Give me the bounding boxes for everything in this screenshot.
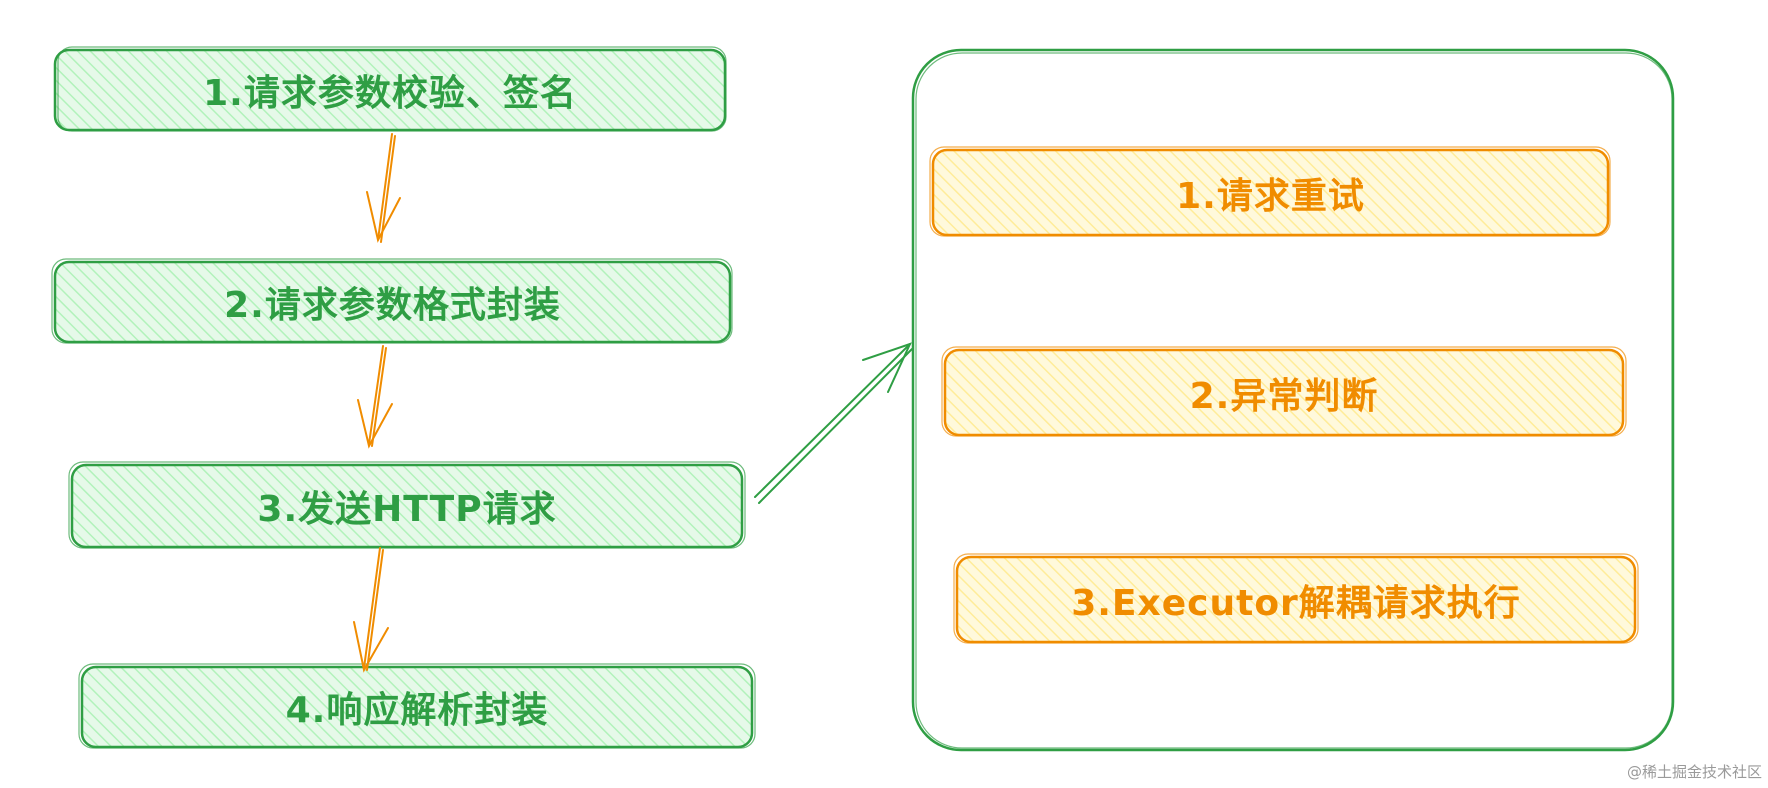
flow-step-3-label: 3.发送HTTP请求 [257, 489, 557, 530]
arrow-step-3-to-4 [353, 547, 389, 673]
detail-step-2-box [941, 346, 1627, 437]
flow-step-4-label: 4.响应解析封装 [285, 690, 549, 731]
detail-step-1-label: 1.请求重试 [1176, 175, 1365, 217]
arrow-step-1-to-2 [366, 133, 401, 243]
detail-step-2-label: 2.异常判断 [1189, 375, 1379, 417]
flow-step-2-box [51, 258, 733, 344]
detail-step-1-box [929, 146, 1611, 237]
detail-step-3-label: 3.Executor解耦请求执行 [1071, 582, 1521, 624]
arrow-step-3-to-details [754, 342, 913, 504]
flow-step-4-box [78, 663, 756, 749]
flow-step-1-label: 1.请求参数校验、签名 [203, 73, 577, 114]
flow-step-2-label: 2.请求参数格式封装 [224, 285, 561, 326]
arrow-step-2-to-3 [357, 345, 393, 449]
flow-step-3-box [68, 461, 746, 549]
detail-step-3-box [953, 553, 1639, 644]
detail-container [911, 48, 1675, 752]
flow-step-1-box [53, 46, 727, 132]
watermark-text: @稀土掘金技术社区 [1626, 763, 1762, 781]
